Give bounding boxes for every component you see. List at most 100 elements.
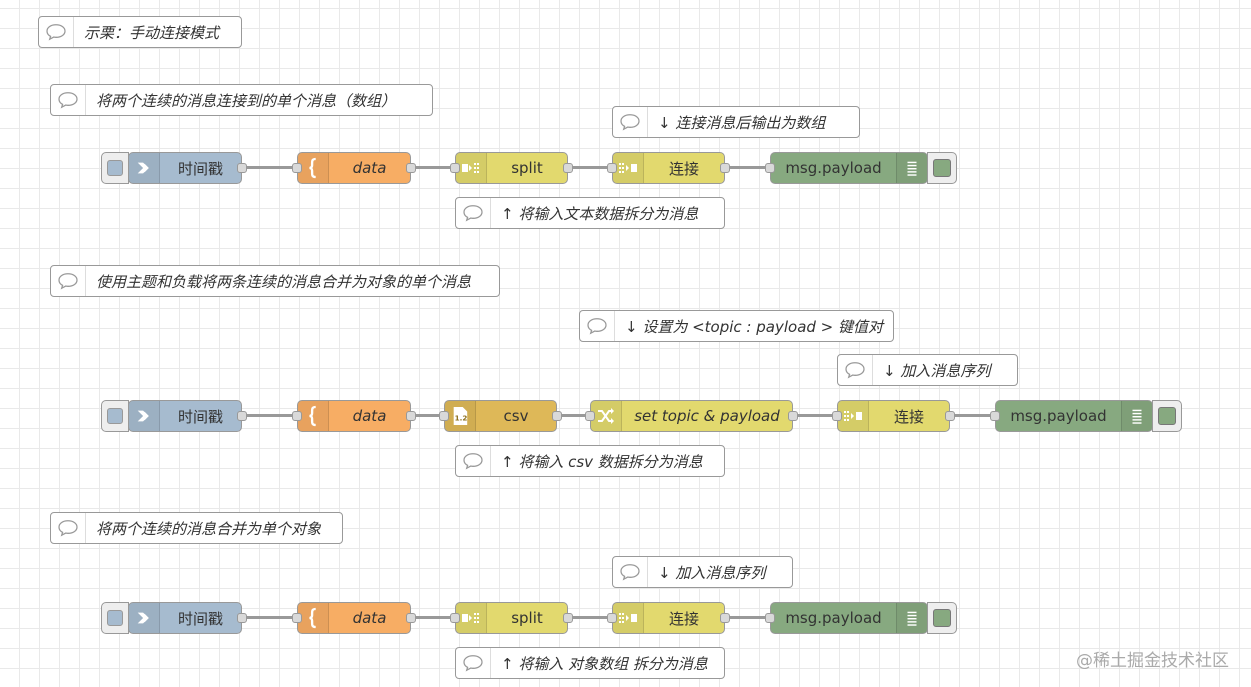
- speech-bubble-icon: [580, 311, 615, 341]
- comment-flow2-change-note[interactable]: ↓ 设置为 <topic : payload > 键值对: [579, 310, 894, 342]
- debug-node[interactable]: msg.payload: [990, 400, 1153, 432]
- join-icon: [838, 401, 869, 431]
- inject-button-square: [107, 408, 123, 424]
- debug-node[interactable]: msg.payload: [765, 602, 928, 634]
- inject-trigger-button[interactable]: [101, 152, 129, 184]
- input-port[interactable]: [832, 411, 842, 421]
- input-port[interactable]: [607, 163, 617, 173]
- input-port[interactable]: [585, 411, 595, 421]
- input-port[interactable]: [292, 163, 302, 173]
- output-port[interactable]: [552, 411, 562, 421]
- wire[interactable]: [414, 616, 454, 619]
- change-node[interactable]: set topic & payload: [585, 400, 798, 432]
- list-icon: [896, 153, 927, 183]
- input-port[interactable]: [292, 613, 302, 623]
- split-icon: [456, 153, 487, 183]
- node-label: 连接: [668, 609, 699, 628]
- speech-bubble-icon: [456, 198, 491, 228]
- wire[interactable]: [796, 414, 837, 417]
- output-port[interactable]: [237, 411, 247, 421]
- template-node[interactable]: data: [292, 400, 416, 432]
- input-port[interactable]: [292, 411, 302, 421]
- speech-bubble-icon: [39, 17, 74, 47]
- comment-flow2-csv-note[interactable]: ↑ 将输入 csv 数据拆分为消息: [455, 445, 725, 477]
- speech-bubble-icon: [51, 266, 86, 296]
- inject-node[interactable]: 时间戳: [128, 152, 247, 184]
- join-node[interactable]: 连接: [607, 602, 730, 634]
- node-label: msg.payload: [785, 609, 882, 627]
- split-node[interactable]: split: [450, 152, 573, 184]
- output-port[interactable]: [563, 163, 573, 173]
- csv-node[interactable]: csv: [439, 400, 562, 432]
- curly-brace-icon: [298, 401, 329, 431]
- wire[interactable]: [245, 616, 297, 619]
- inject-trigger-button[interactable]: [101, 602, 129, 634]
- wire[interactable]: [728, 166, 769, 169]
- input-port[interactable]: [765, 613, 775, 623]
- comment-flow1-join-note[interactable]: ↓ 连接消息后输出为数组: [612, 106, 860, 138]
- file-csv-icon: [445, 401, 476, 431]
- wire[interactable]: [953, 414, 994, 417]
- comment-flow3-join-note[interactable]: ↓ 加入消息序列: [612, 556, 793, 588]
- wire[interactable]: [571, 616, 611, 619]
- arrow-right-icon: [129, 603, 160, 633]
- join-icon: [613, 153, 644, 183]
- wire[interactable]: [728, 616, 769, 619]
- comment-text: ↓ 加入消息序列: [658, 563, 766, 582]
- output-port[interactable]: [788, 411, 798, 421]
- wire[interactable]: [414, 166, 454, 169]
- comment-flow1-split-note[interactable]: ↑ 将输入文本数据拆分为消息: [455, 197, 725, 229]
- output-port[interactable]: [406, 411, 416, 421]
- wire[interactable]: [245, 166, 297, 169]
- output-port[interactable]: [720, 163, 730, 173]
- wire[interactable]: [560, 414, 590, 417]
- input-port[interactable]: [450, 163, 460, 173]
- output-port[interactable]: [720, 613, 730, 623]
- speech-bubble-icon: [456, 648, 491, 678]
- debug-node[interactable]: msg.payload: [765, 152, 928, 184]
- comment-text: 示栗：手动连接模式: [84, 23, 220, 42]
- inject-node[interactable]: 时间戳: [128, 602, 247, 634]
- comment-flow3-split-note[interactable]: ↑ 将输入 对象数组 拆分为消息: [455, 647, 725, 679]
- node-label: split: [511, 609, 543, 627]
- curly-brace-icon: [298, 603, 329, 633]
- input-port[interactable]: [439, 411, 449, 421]
- debug-toggle-button[interactable]: [927, 602, 957, 634]
- inject-node[interactable]: 时间戳: [128, 400, 247, 432]
- debug-toggle-button[interactable]: [927, 152, 957, 184]
- split-node[interactable]: split: [450, 602, 573, 634]
- input-port[interactable]: [765, 163, 775, 173]
- arrow-right-icon: [129, 153, 160, 183]
- template-node[interactable]: data: [292, 602, 416, 634]
- inject-trigger-button[interactable]: [101, 400, 129, 432]
- wire[interactable]: [571, 166, 611, 169]
- output-port[interactable]: [945, 411, 955, 421]
- comment-flow2-join-note[interactable]: ↓ 加入消息序列: [837, 354, 1018, 386]
- join-node[interactable]: 连接: [607, 152, 730, 184]
- comment-title[interactable]: 示栗：手动连接模式: [38, 16, 242, 48]
- comment-text: ↑ 将输入文本数据拆分为消息: [501, 204, 699, 223]
- output-port[interactable]: [563, 613, 573, 623]
- join-node[interactable]: 连接: [832, 400, 955, 432]
- shuffle-icon: [591, 401, 622, 431]
- debug-button-square: [933, 159, 951, 177]
- comment-text: ↓ 连接消息后输出为数组: [658, 113, 826, 132]
- output-port[interactable]: [237, 613, 247, 623]
- comment-text: 使用主题和负载将两条连续的消息合并为对象的单个消息: [96, 272, 472, 291]
- debug-toggle-button[interactable]: [1152, 400, 1182, 432]
- output-port[interactable]: [406, 613, 416, 623]
- input-port[interactable]: [450, 613, 460, 623]
- comment-flow1-desc[interactable]: 将两个连续的消息连接到的单个消息（数组）: [50, 84, 433, 116]
- output-port[interactable]: [237, 163, 247, 173]
- input-port[interactable]: [607, 613, 617, 623]
- wire[interactable]: [245, 414, 297, 417]
- output-port[interactable]: [406, 163, 416, 173]
- list-icon: [1121, 401, 1152, 431]
- template-node[interactable]: data: [292, 152, 416, 184]
- input-port[interactable]: [990, 411, 1000, 421]
- comment-flow2-desc[interactable]: 使用主题和负载将两条连续的消息合并为对象的单个消息: [50, 265, 500, 297]
- wire[interactable]: [414, 414, 444, 417]
- node-label: data: [352, 159, 387, 177]
- comment-flow3-desc[interactable]: 将两个连续的消息合并为单个对象: [50, 512, 343, 544]
- comment-text: 将两个连续的消息连接到的单个消息（数组）: [96, 91, 397, 110]
